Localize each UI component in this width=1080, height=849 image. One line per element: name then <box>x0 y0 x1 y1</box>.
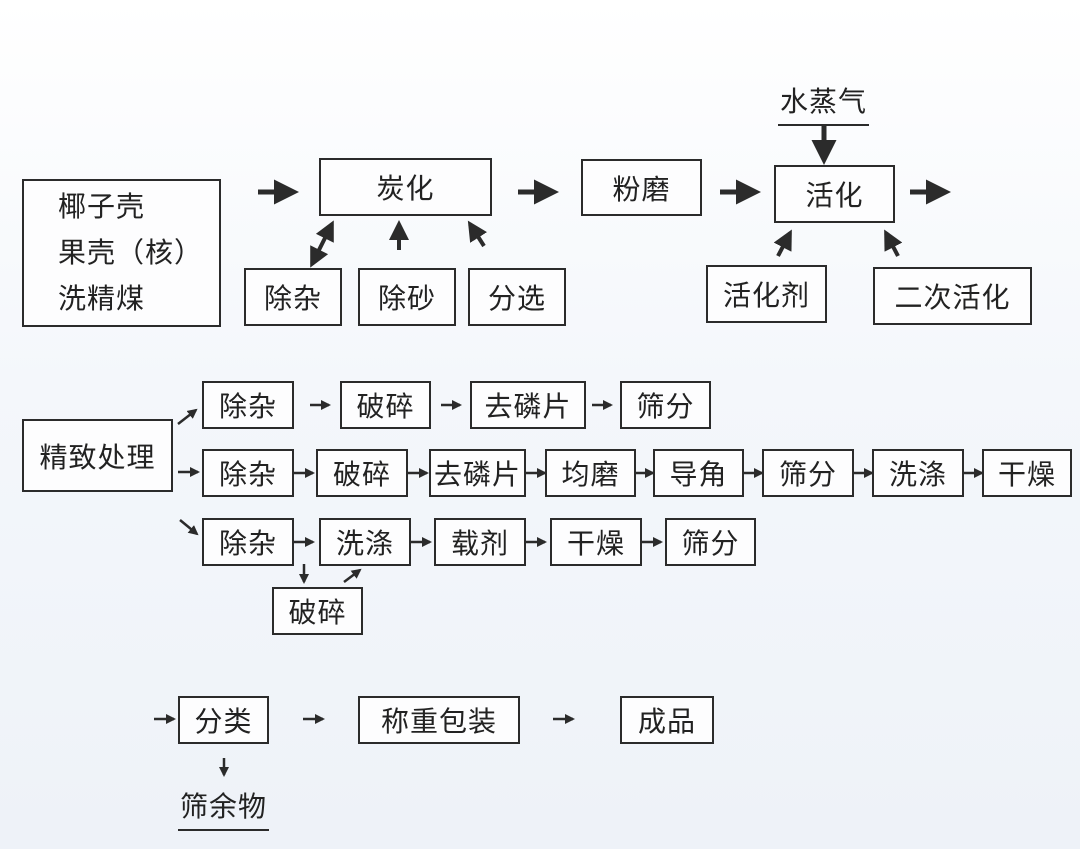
arrow-secondary-to-activation <box>884 229 903 257</box>
b3-washing: 洗涤 <box>319 518 411 566</box>
arrow-fine-to-branch3 <box>179 519 199 536</box>
b2-flake-removal: 去磷片 <box>429 449 526 497</box>
raw-material-washed-coal: 洗精煤 <box>58 282 146 315</box>
b1-crushing: 破碎 <box>340 381 431 429</box>
step-grinding: 粉磨 <box>581 159 702 216</box>
b3-screening: 筛分 <box>665 518 756 566</box>
step-sand-removal: 除砂 <box>358 268 456 326</box>
arrow-fine-to-branch1 <box>177 408 198 425</box>
b3-impurity-removal: 除杂 <box>202 518 294 566</box>
b1-flake-removal: 去磷片 <box>470 381 586 429</box>
arrow-impurity-carbonization <box>310 220 334 268</box>
step-carbonization: 炭化 <box>319 158 492 216</box>
b2-crushing: 破碎 <box>316 449 408 497</box>
step-product: 成品 <box>620 696 714 744</box>
b3-drying: 干燥 <box>550 518 642 566</box>
b2-edge-rounding: 导角 <box>653 449 744 497</box>
b1-screening: 筛分 <box>620 381 711 429</box>
b1-impurity-removal: 除杂 <box>202 381 294 429</box>
step-sorting: 分选 <box>468 268 566 326</box>
step-secondary-activation: 二次活化 <box>873 267 1032 325</box>
b2-washing: 洗涤 <box>872 449 964 497</box>
step-impurity-removal: 除杂 <box>244 268 342 326</box>
step-classify: 分类 <box>178 696 269 744</box>
raw-material-nut-shell: 果壳（核） <box>58 236 204 269</box>
b3-carrier-agent: 载剂 <box>434 518 526 566</box>
b2-impurity-removal: 除杂 <box>202 449 294 497</box>
residue-label: 筛余物 <box>178 785 270 831</box>
steam-label: 水蒸气 <box>778 80 870 126</box>
step-activating-agent: 活化剂 <box>706 265 827 323</box>
b2-uniform-grinding: 均磨 <box>545 449 636 497</box>
b3-crushing: 破碎 <box>272 587 363 635</box>
b2-drying: 干燥 <box>982 449 1072 497</box>
arrow-agent-to-activation <box>773 229 792 257</box>
arrow-sorting-to-carbonization <box>467 220 488 248</box>
step-weigh-pack: 称重包装 <box>358 696 520 744</box>
step-fine-processing: 精致处理 <box>22 419 173 492</box>
b2-screening: 筛分 <box>762 449 854 497</box>
raw-material-coconut-shell: 椰子壳 <box>58 190 146 223</box>
step-activation: 活化 <box>774 165 895 223</box>
raw-material-box: 椰子壳 果壳（核） 洗精煤 <box>22 179 221 327</box>
arrow-b3-crush-to-wash <box>343 568 362 583</box>
